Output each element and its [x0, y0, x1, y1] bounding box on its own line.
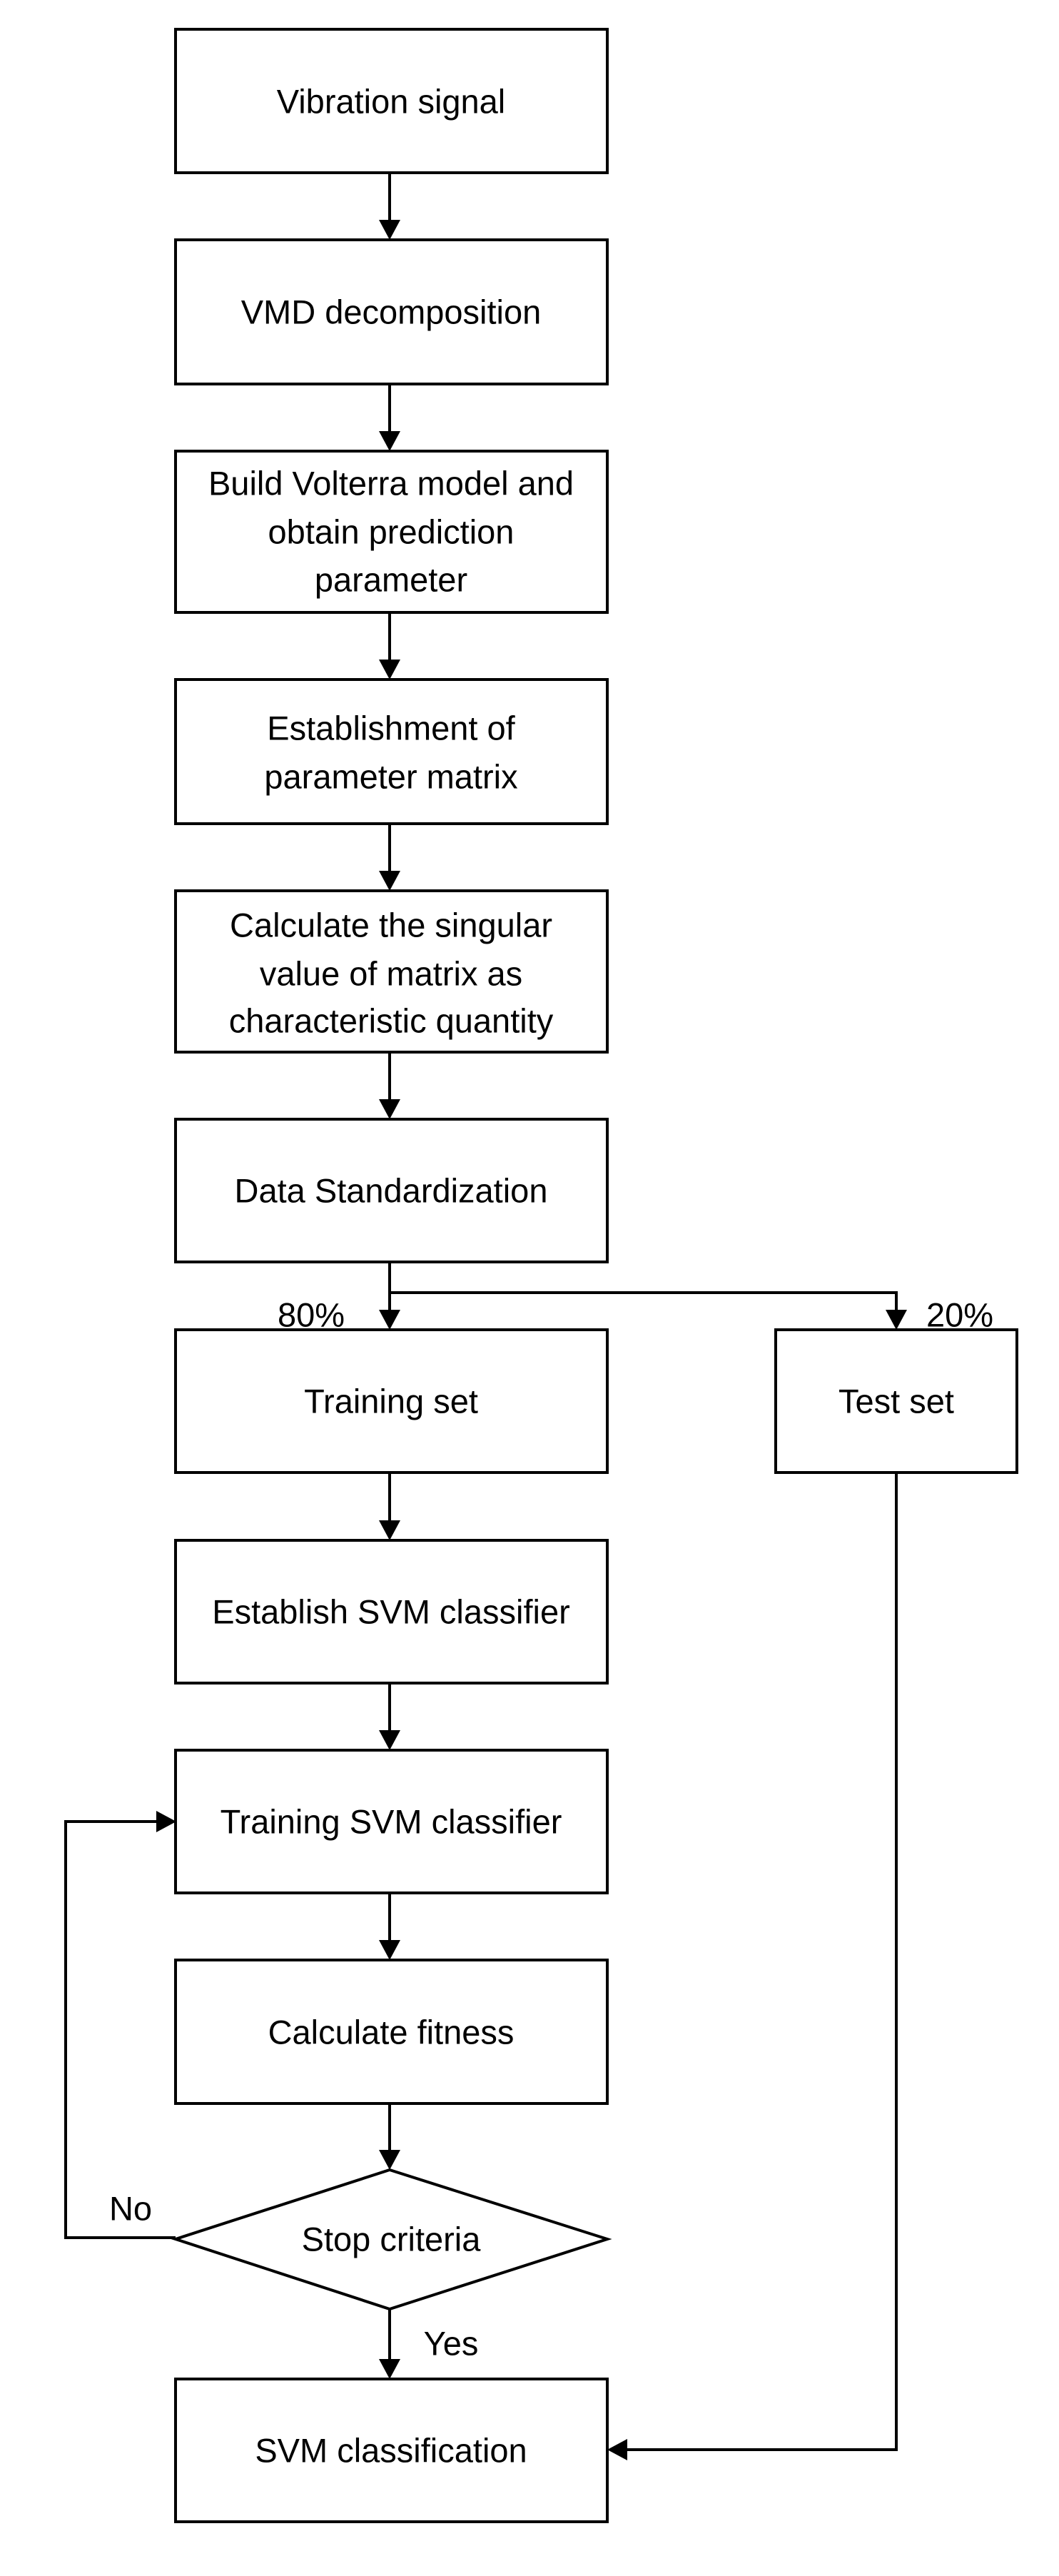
connectors	[64, 173, 907, 2460]
node-training-svm: Training SVM classifier	[174, 1749, 609, 1894]
arrowhead-icon	[379, 660, 400, 680]
node-label: Training SVM classifier	[221, 1803, 562, 1841]
arrow-standardization-to-test	[390, 1291, 898, 1310]
node-label: Data Standardization	[235, 1172, 548, 1210]
node-data-standardization: Data Standardization	[174, 1118, 609, 1263]
node-svm-classification: SVM classification	[174, 2378, 609, 2523]
node-label-line-3: characteristic quantity	[229, 1002, 554, 1040]
node-label-line-1: Build Volterra model and	[208, 465, 574, 502]
decision-stop-criteria: Stop criteria	[171, 2168, 612, 2311]
node-label: Calculate fitness	[268, 2014, 515, 2051]
node-build-volterra: Build Volterra model and obtain predicti…	[174, 450, 609, 614]
node-label-line-2: parameter matrix	[264, 758, 517, 796]
node-label: VMD decomposition	[241, 293, 542, 331]
node-label-line-2: value of matrix as	[260, 955, 522, 993]
arrowhead-icon	[379, 1940, 400, 1960]
arrowhead-icon	[379, 2150, 400, 2170]
node-vibration-signal: Vibration signal	[174, 28, 609, 174]
node-label-line-2: obtain prediction	[268, 513, 515, 551]
node-label: Training set	[304, 1383, 478, 1420]
edge-label-training-percent: 80%	[278, 1296, 345, 1334]
node-establish-svm: Establish SVM classifier	[174, 1539, 609, 1684]
arrowhead-icon	[379, 1520, 400, 1540]
node-training-set: Training set	[174, 1328, 609, 1474]
node-label: Test set	[838, 1383, 954, 1420]
node-label-line-3: parameter	[315, 561, 467, 599]
arrowhead-icon	[607, 2439, 627, 2460]
arrowhead-icon	[379, 2359, 400, 2379]
node-test-set: Test set	[774, 1328, 1018, 1474]
node-label: SVM classification	[255, 2432, 527, 2470]
edge-label-no: No	[109, 2190, 152, 2228]
arrowhead-icon	[379, 220, 400, 240]
node-label-line-1: Calculate the singular	[230, 906, 552, 944]
arrowhead-icon	[379, 1730, 400, 1750]
decision-label: Stop criteria	[302, 2221, 482, 2258]
arrowhead-icon	[379, 1310, 400, 1330]
node-establishment-matrix: Establishment of parameter matrix	[174, 678, 609, 825]
arrowhead-icon	[379, 1099, 400, 1119]
node-label-line-1: Establishment of	[267, 709, 515, 747]
node-vmd-decomposition: VMD decomposition	[174, 238, 609, 385]
arrow-test-to-classification	[627, 1473, 898, 2451]
node-label: Vibration signal	[277, 83, 506, 121]
edge-label-yes: Yes	[424, 2325, 479, 2363]
arrowhead-icon	[379, 431, 400, 451]
edge-label-test-percent: 20%	[926, 1296, 993, 1334]
node-calculate-singular: Calculate the singular value of matrix a…	[174, 889, 609, 1054]
arrowhead-icon	[156, 1811, 176, 1832]
arrowhead-icon	[379, 871, 400, 891]
arrow-no-loop-to-train-svm	[64, 1820, 176, 2239]
node-calculate-fitness: Calculate fitness	[174, 1959, 609, 2105]
arrowhead-icon	[886, 1310, 907, 1330]
node-label: Establish SVM classifier	[212, 1593, 570, 1631]
